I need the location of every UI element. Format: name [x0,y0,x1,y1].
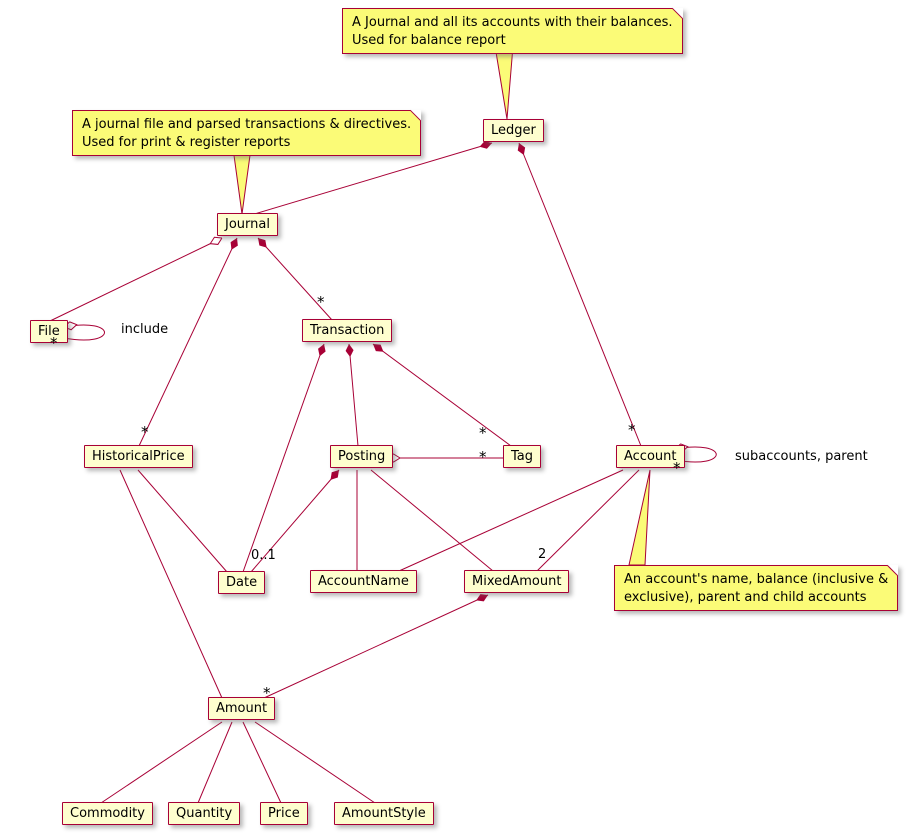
class-date: Date [218,571,266,594]
note-text: A journal file and parsed transactions &… [82,117,412,150]
edge-label-subaccounts-parent: subaccounts, parent [735,449,868,464]
edge-amount-price [242,721,282,804]
class-amountstyle: AmountStyle [334,802,434,825]
multiplicity-account-mixedamount: 2 [538,547,547,562]
note-fold-icon [671,8,683,19]
multiplicity-posting-tag: * [479,448,487,466]
multiplicity-transaction-tag: * [479,424,487,442]
edge-transaction-date [242,343,326,573]
edge-journal-file [49,238,222,322]
note-fold-icon [410,110,422,121]
edge-posting-date [250,469,340,573]
class-posting: Posting [330,445,394,468]
multiplicity-account-loop: * [673,459,681,477]
edge-amount-amountstyle [254,721,376,804]
edge-transaction-tag [372,343,512,447]
edge-transaction-posting [345,343,359,447]
edge-label-include: include [121,322,169,337]
multiplicity-posting-date: 0..1 [251,548,276,563]
class-amount: Amount [208,697,276,720]
note-text: A Journal and all its accounts with thei… [352,15,673,48]
multiplicity-journal-transaction: * [317,293,325,311]
edge-account-self-loop [675,447,717,463]
class-transaction: Transaction [302,319,393,342]
edge-ledger-journal [250,141,493,216]
note-account: An account's name, balance (inclusive & … [614,564,899,612]
class-accountname: AccountName [310,570,417,593]
note-fold-icon [887,565,899,576]
note-pointer-account [628,469,651,566]
edge-journal-transaction [257,237,333,321]
multiplicity-file-loop: * [50,334,58,352]
class-quantity: Quantity [168,802,241,825]
edge-journal-historicalprice [138,237,238,447]
edge-historicalprice-date [137,469,228,573]
multiplicity-journal-histprice: * [141,423,149,441]
note-text: An account's name, balance (inclusive & … [624,572,889,605]
class-commodity: Commodity [62,802,153,825]
edge-mixedamount-amount [263,594,489,699]
multiplicity-ledger-account: * [628,421,636,439]
note-pointer-ledger [494,45,514,120]
note-journal: A journal file and parsed transactions &… [72,109,422,157]
class-file: File [30,320,68,343]
class-price: Price [260,802,308,825]
class-account: Account [616,445,685,468]
edge-historicalprice-amount [119,469,223,699]
edge-amount-quantity [197,721,233,804]
class-mixedamount: MixedAmount [464,570,570,593]
edge-amount-commodity [100,721,223,804]
edge-posting-mixedamount [370,469,494,572]
class-ledger: Ledger [483,119,544,142]
class-journal: Journal [217,213,278,236]
note-pointer-journal [232,147,252,215]
multiplicity-mixedamount-amount: * [263,684,271,702]
edge-file-self-loop [64,325,105,341]
edge-account-mixedamount [536,469,640,572]
class-tag: Tag [503,445,542,468]
class-historicalprice: HistoricalPrice [84,445,193,468]
edge-account-accountname [398,469,624,572]
note-ledger: A Journal and all its accounts with thei… [342,7,683,55]
edge-ledger-account [517,142,642,447]
